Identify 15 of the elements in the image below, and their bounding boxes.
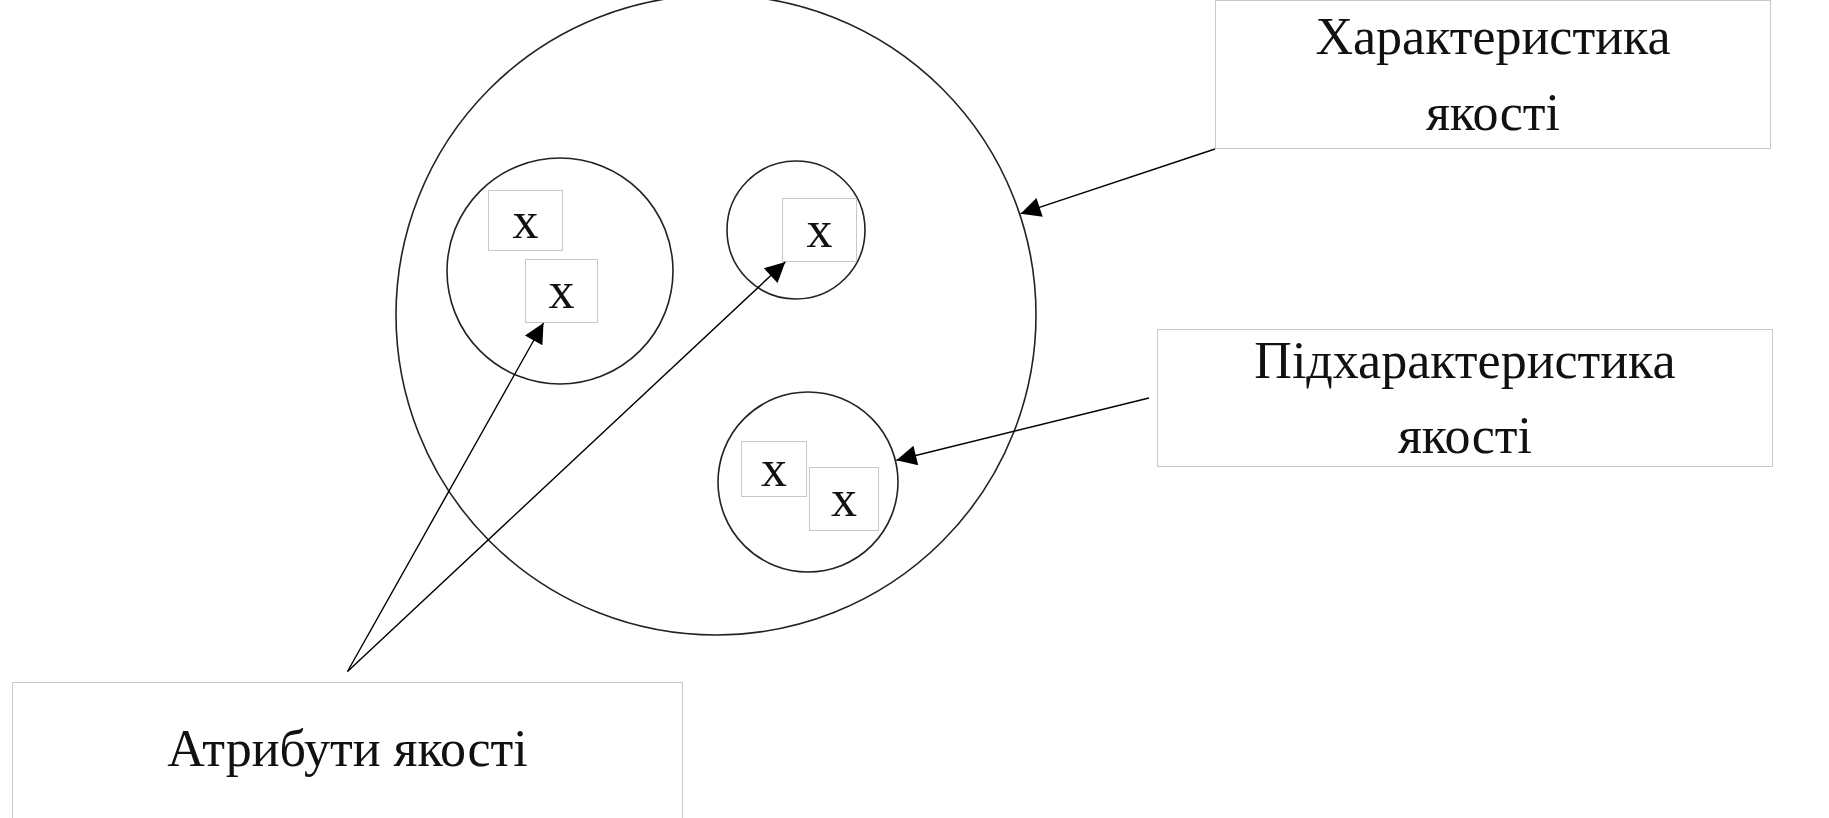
attribute-box: x [782,198,857,262]
arrow [895,397,1150,466]
arrow [346,261,786,673]
attribute-box: x [488,190,563,251]
subset-circle [446,157,674,385]
arrow [346,322,545,673]
callout-box: Атрибути якості [12,682,683,818]
attribute-box: x [741,441,807,497]
subset-circle [726,160,866,300]
callout-box: Підхарактеристика якості [1157,329,1773,467]
attribute-box: x [525,259,598,323]
attribute-box: x [809,467,879,531]
callout-box: Характеристика якості [1215,0,1771,149]
subset-circle [717,391,899,573]
arrow [1019,148,1216,217]
